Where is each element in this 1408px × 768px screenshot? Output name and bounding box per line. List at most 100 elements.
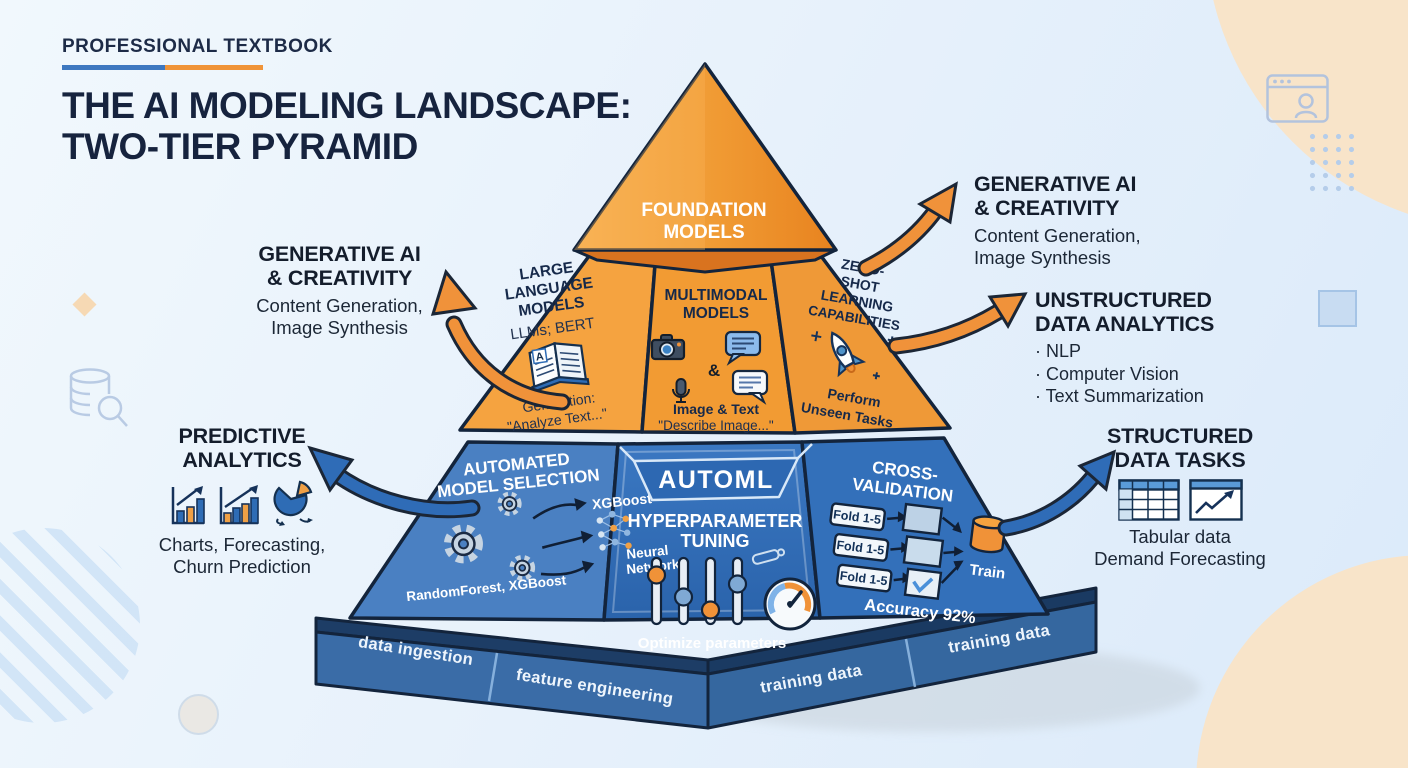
apex-label-line2: MODELS xyxy=(663,222,744,243)
speech-bubble-white-icon xyxy=(731,369,769,405)
foundation-tier: LARGE LANGUAGE MODELS LLMs; BERT A Gener… xyxy=(458,250,952,435)
cv-box-check xyxy=(903,567,943,601)
base-face-right xyxy=(706,600,1098,730)
cv-arrowheads xyxy=(897,511,964,584)
gauge-icon xyxy=(763,577,817,631)
dot-grid xyxy=(1306,130,1356,196)
automl-tier: AUTOMATED MODEL SELECTION xyxy=(348,436,1050,652)
structured-title-line1: STRUCTURED xyxy=(1106,424,1254,448)
callout-structured: STRUCTURED DATA TASKS Tabular data xyxy=(1075,424,1285,571)
banner-wing-right xyxy=(797,443,813,459)
gray-dot-circle xyxy=(178,694,219,735)
unstructured-title-line2: DATA ANALYTICS xyxy=(1035,312,1215,337)
camera-icon xyxy=(650,334,686,361)
structured-icons xyxy=(1075,479,1285,521)
multimodal-section: MULTIMODAL MODELS & xyxy=(650,287,774,433)
callout-generative-left: GENERATIVE AI & CREATIVITY Content Gener… xyxy=(232,242,447,340)
multimodal-ampersand: & xyxy=(708,361,720,380)
multimodal-caption-line1: Image & Text xyxy=(673,401,759,417)
multimodal-caption-line2: "Describe Image..." xyxy=(658,418,774,433)
generative-right-title-line2: & CREATIVITY xyxy=(974,196,1120,221)
automl-banner xyxy=(632,456,800,502)
generative-right-body-line2: Image Synthesis xyxy=(974,247,1111,269)
apex-label-line1: FOUNDATION xyxy=(641,200,766,221)
selection-arrowheads xyxy=(574,498,595,574)
automl-banner-label: AUTOML xyxy=(658,466,773,494)
cv-box-1 xyxy=(901,502,944,536)
apex-face xyxy=(572,62,838,252)
microphone-icon xyxy=(672,378,690,403)
apex-highlight xyxy=(574,64,705,250)
accent-rule xyxy=(62,65,263,70)
fold-label-3: Fold 1-5 xyxy=(839,569,888,589)
callout-unstructured: UNSTRUCTURED DATA ANALYTICS · NLP · Comp… xyxy=(1035,288,1275,408)
cross-validation-section: CROSS- VALIDATION Fold 1-5 Fold 1-5 Fold… xyxy=(829,458,1007,627)
header: PROFESSIONAL TEXTBOOK THE AI MODELING LA… xyxy=(62,36,632,168)
generative-left-title-line2: & CREATIVITY xyxy=(266,266,413,291)
predictive-title-line1: PREDICTIVE xyxy=(178,424,306,448)
book-letter: A xyxy=(535,351,545,364)
database-search-icon xyxy=(69,368,128,427)
rocket-icon xyxy=(830,331,867,378)
generative-left-title-line1: GENERATIVE AI xyxy=(258,242,421,266)
unstructured-bullet-cv: · Computer Vision xyxy=(1035,363,1179,384)
callout-predictive: PREDICTIVE ANALYTICS xyxy=(132,424,352,579)
trend-chart-icon xyxy=(1188,479,1243,521)
apex: FOUNDATION MODELS xyxy=(572,62,838,274)
unstructured-bullet-ts: · Text Summarization xyxy=(1035,386,1204,407)
gears-icon xyxy=(443,491,536,581)
page-title-line2: TWO-TIER PYRAMID xyxy=(62,126,418,168)
selection-arrows xyxy=(532,503,586,576)
page-title: THE AI MODELING LANDSCAPE: TWO-TIER PYRA… xyxy=(62,85,632,168)
neural-network-icon xyxy=(596,510,632,551)
square-shape xyxy=(1318,290,1357,327)
table-icon xyxy=(1117,479,1180,521)
arrow-predictive xyxy=(307,445,481,519)
multimodal-title-line2: MODELS xyxy=(683,305,749,322)
zero-shot-title-line2: SHOT xyxy=(840,273,882,296)
hyperparameter-title-line2: TUNING xyxy=(681,531,750,551)
generative-left-body-line2: Image Synthesis xyxy=(271,317,408,339)
train-label: Train xyxy=(969,561,1007,582)
target-neural-line1: Neural xyxy=(626,543,669,562)
arrow-structured xyxy=(997,449,1117,537)
fold-boxes xyxy=(829,502,893,593)
page-title-line1: THE AI MODELING LANDSCAPE: xyxy=(62,85,632,126)
structured-body-line2: Demand Forecasting xyxy=(1094,548,1266,570)
fold-label-2: Fold 1-5 xyxy=(836,538,885,558)
predictive-icons xyxy=(132,479,352,529)
unstructured-bullet-nlp: · NLP xyxy=(1035,341,1082,362)
multimodal-title-line1: MULTIMODAL xyxy=(664,287,767,304)
unstructured-title-line1: UNSTRUCTURED xyxy=(1035,288,1212,312)
accent-rule-orange xyxy=(165,65,263,70)
target-xgboost-label: XGBoost xyxy=(591,490,653,512)
banner-wing-left xyxy=(619,446,635,462)
structured-title-line2: DATA TASKS xyxy=(1114,448,1246,473)
fold-label-1: Fold 1-5 xyxy=(832,507,881,527)
hyperparameter-section: AUTOML HYPERPARAMETER TUNING xyxy=(619,443,817,652)
hyperparameter-title-line1: HYPERPARAMETER xyxy=(628,511,803,531)
predictive-body-line2: Churn Prediction xyxy=(173,556,311,578)
generative-right-body-line1: Content Generation, xyxy=(974,225,1141,247)
arrow-generative-left xyxy=(430,268,571,411)
arrow-unstructured xyxy=(887,292,1028,355)
base-divider-right xyxy=(904,638,917,688)
arrow-generative-right xyxy=(857,181,958,277)
predictive-title-line2: ANALYTICS xyxy=(182,448,302,473)
generative-left-body-line1: Content Generation, xyxy=(256,295,423,317)
predictive-body-line1: Charts, Forecasting, xyxy=(158,534,326,556)
callout-generative-right: GENERATIVE AI & CREATIVITY Content Gener… xyxy=(974,172,1204,270)
accent-rule-blue xyxy=(62,65,165,70)
browser-window-icon xyxy=(1266,74,1329,123)
cv-box-2 xyxy=(902,535,945,569)
generative-right-title-line1: GENERATIVE AI xyxy=(974,172,1137,196)
structured-body-line1: Tabular data xyxy=(1129,526,1231,548)
check-icon xyxy=(912,577,934,594)
pie-chart-icon xyxy=(273,480,313,527)
speech-bubble-blue-icon xyxy=(724,330,762,366)
bar-chart-icon xyxy=(171,486,205,525)
tool-icon xyxy=(751,548,786,565)
sliders-icon xyxy=(646,556,748,626)
